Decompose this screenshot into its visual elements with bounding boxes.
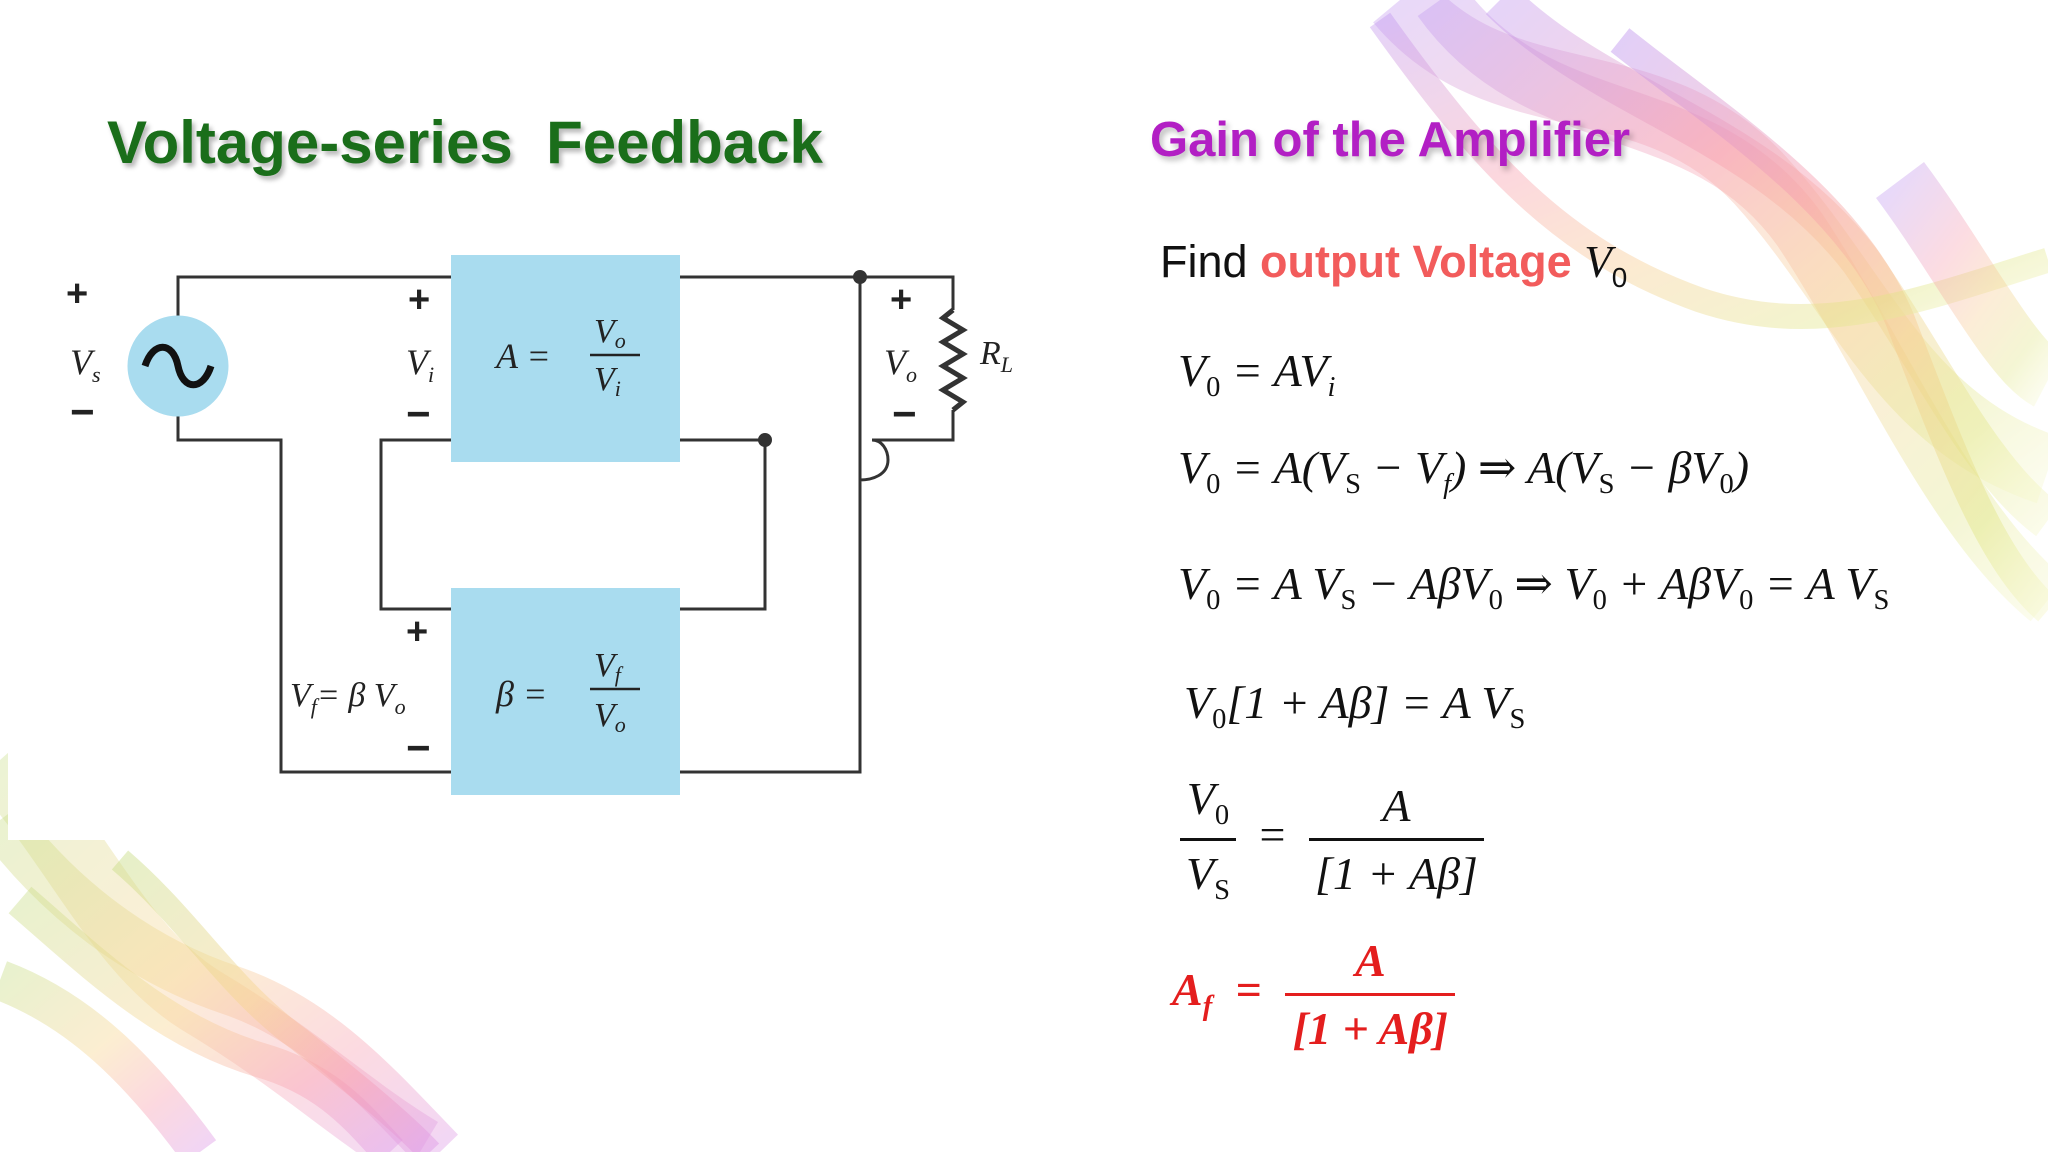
- output-label: V: [884, 342, 910, 382]
- find-var-sub: 0: [1611, 261, 1628, 293]
- find-var: V: [1584, 237, 1612, 287]
- beta-den-sub: o: [615, 712, 626, 737]
- wire-load-bottom: [872, 410, 955, 442]
- find-highlight: output Voltage: [1260, 236, 1572, 287]
- equation-3: V0 = A VS − AβV0 ⇒ V0 + AβV0 = A VS: [1178, 558, 1890, 616]
- svg-text:Vi: Vi: [406, 342, 434, 387]
- eq5-rhs-fraction: A[1 + Aβ]: [1308, 779, 1484, 900]
- wire-source-bottom: [176, 392, 451, 774]
- circuit-diagram-panel: + − Vs + − Vi A = Vo Vi + − Vo RL + − Vf…: [8, 240, 1108, 840]
- source-label: V: [70, 342, 96, 382]
- feedback-rhs-sub: o: [395, 694, 406, 719]
- input-plus: +: [408, 279, 430, 321]
- feedback-minus: −: [406, 724, 431, 771]
- slide-title-right: Gain of the Amplifier: [1150, 113, 1631, 167]
- wire-input-to-beta: [379, 438, 451, 611]
- output-sub: o: [906, 362, 917, 387]
- equation-2: V0 = A(VS − Vf) ⇒ A(VS − βV0): [1178, 442, 1750, 500]
- load-label: R: [979, 335, 1001, 372]
- source-sub: s: [92, 362, 101, 387]
- sine-icon: [141, 343, 215, 389]
- svg-text:Vs: Vs: [70, 342, 101, 387]
- wire-output-to-beta: [680, 438, 767, 611]
- svg-text:Vo: Vo: [884, 342, 917, 387]
- input-label: V: [406, 342, 432, 382]
- find-output-voltage: Find output Voltage V0: [1160, 236, 1627, 294]
- input-minus: −: [406, 390, 431, 437]
- beta-lhs: β =: [495, 674, 547, 714]
- load-resistor: [938, 308, 968, 412]
- equation-6-result: Af = A[1 + Aβ]: [1172, 934, 1456, 1055]
- wire-output-top: [680, 275, 955, 310]
- equation-4: V0[1 + Aβ] = A VS: [1184, 677, 1526, 735]
- equation-1: V0 = AVi: [1178, 345, 1336, 403]
- voltage-series-feedback-circuit: + − Vs + − Vi A = Vo Vi + − Vo RL + − Vf…: [66, 255, 1013, 795]
- amplifier-block: [451, 255, 680, 462]
- source-plus: +: [66, 273, 88, 315]
- source-minus: −: [70, 388, 95, 435]
- eq6-rhs-fraction: A[1 + Aβ]: [1285, 934, 1456, 1055]
- feedback-plus: +: [406, 611, 428, 653]
- feedback-sub: f: [311, 694, 320, 719]
- find-prefix: Find: [1160, 236, 1261, 287]
- output-minus: −: [892, 390, 917, 437]
- wire-beta-return: [680, 438, 890, 774]
- load-sub: L: [1000, 352, 1013, 377]
- output-plus: +: [890, 279, 912, 321]
- junction-output: [853, 270, 867, 284]
- junction-return: [758, 433, 772, 447]
- slide-title-left: Voltage-series Feedback: [107, 109, 823, 176]
- input-sub: i: [428, 362, 434, 387]
- feedback-rhs: = β V: [317, 677, 399, 714]
- svg-text:Vf= β Vo: Vf= β Vo: [290, 677, 406, 719]
- amp-gain-lhs: A =: [494, 336, 551, 376]
- amp-den-sub: i: [615, 376, 621, 401]
- amp-num-sub: o: [615, 328, 626, 353]
- svg-text:RL: RL: [979, 335, 1013, 377]
- feedback-network-block: [451, 588, 680, 795]
- beta-num-sub: f: [615, 662, 624, 687]
